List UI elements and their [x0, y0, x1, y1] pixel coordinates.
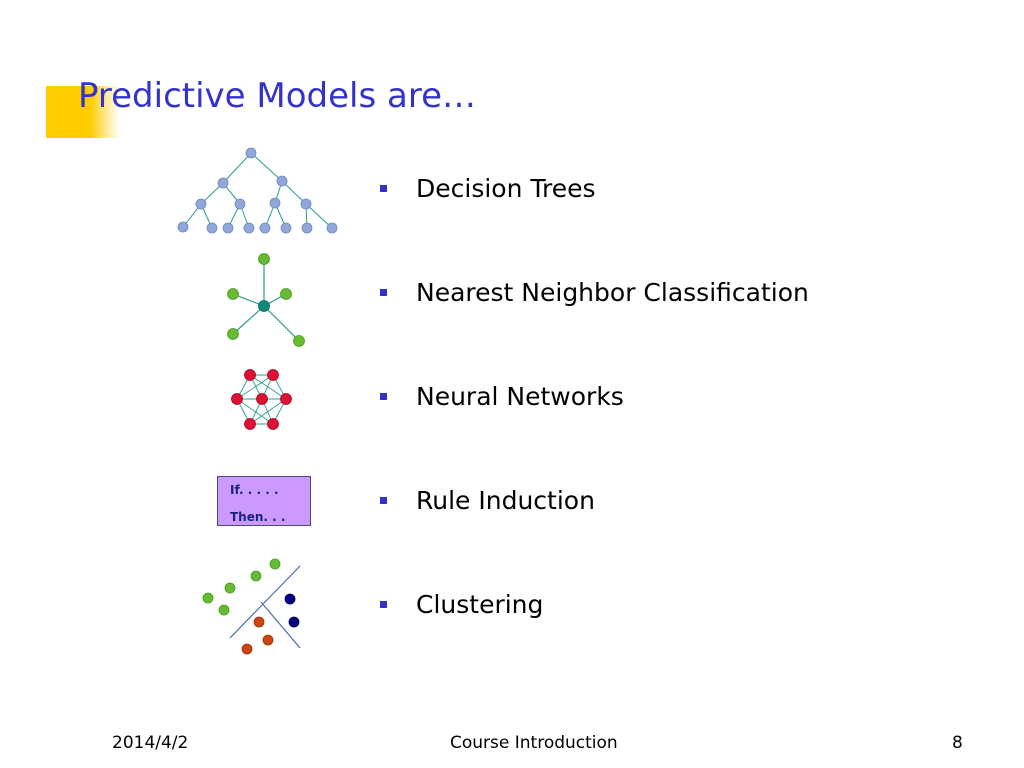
bullet-square-icon [380, 600, 387, 608]
rule-box-icon: If. . . . . Then. . . [217, 476, 311, 526]
rule-then-text: Then. . . [230, 510, 286, 524]
bullet-item-decision-trees: Decision Trees [380, 170, 596, 206]
bullet-item-neural-networks: Neural Networks [380, 378, 624, 414]
bullet-item-nearest-neighbor: Nearest Neighbor Classification [380, 274, 809, 310]
bullet-label: Rule Induction [416, 485, 595, 515]
bullet-square-icon [380, 288, 387, 296]
bullet-label: Decision Trees [416, 173, 596, 203]
bullet-list: Decision Trees Nearest Neighbor Classifi… [380, 0, 980, 700]
bullet-item-rule-induction: Rule Induction [380, 482, 595, 518]
nearest-neighbor-icon [227, 253, 305, 347]
bullet-label: Nearest Neighbor Classification [416, 277, 809, 307]
tree-diagram-icon [177, 147, 338, 234]
footer-title: Course Introduction [450, 733, 618, 753]
bullet-square-icon [380, 496, 387, 504]
footer-date: 2014/4/2 [112, 733, 189, 753]
rule-if-text: If. . . . . [230, 483, 279, 497]
slide-title: Predictive Models are… [78, 76, 476, 116]
clustering-icon [202, 558, 301, 655]
bullet-label: Neural Networks [416, 381, 624, 411]
page-number: 8 [952, 733, 963, 753]
bullet-label: Clustering [416, 589, 544, 619]
title-accent-bar [46, 86, 120, 138]
bullet-square-icon [380, 184, 387, 192]
neural-network-icon [231, 369, 292, 430]
bullet-square-icon [380, 392, 387, 400]
bullet-item-clustering: Clustering [380, 586, 543, 622]
